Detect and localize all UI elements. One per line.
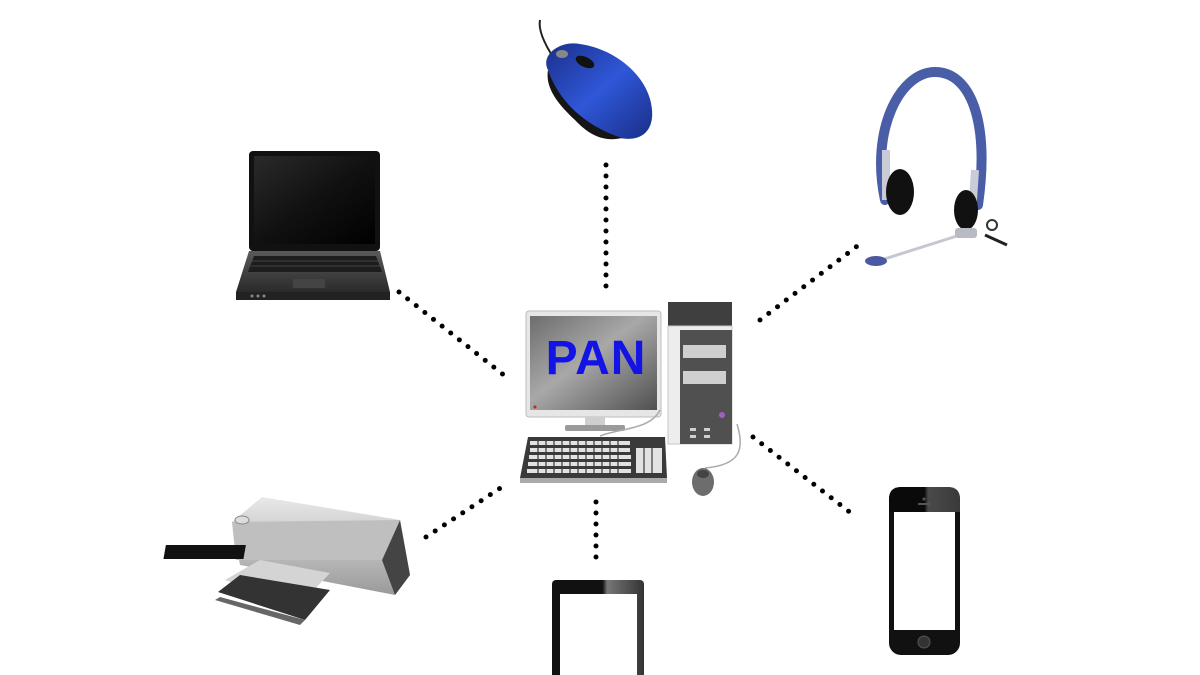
laptop-device (236, 151, 390, 300)
connection-headset (757, 241, 863, 323)
connection-printer (423, 482, 508, 540)
pan-label: PAN (545, 332, 647, 385)
connection-lines (396, 162, 863, 565)
connection-smartphone (750, 434, 859, 520)
tablet-device (552, 580, 644, 675)
printer-device (163, 497, 410, 625)
desktop-computer (520, 302, 741, 496)
headset-device (865, 66, 1008, 266)
mouse-device (538, 19, 653, 140)
smartphone-device (889, 487, 960, 655)
connection-laptop (396, 289, 508, 379)
